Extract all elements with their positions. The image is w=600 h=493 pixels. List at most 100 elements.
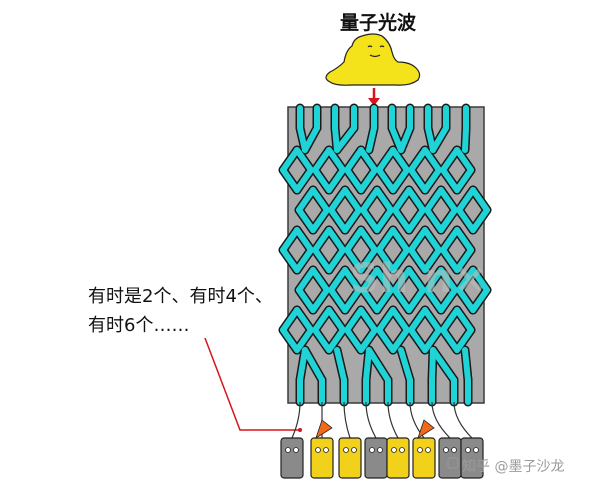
waveguide-segment [408,227,428,253]
waveguide-segment [294,227,314,253]
waveguide-segment [328,207,348,233]
waveguide-segment [374,207,394,233]
zhihu-logo-icon [447,457,459,469]
detector-eye [465,447,471,453]
waveguide-segment [358,227,378,253]
waveguide-segment [440,327,460,353]
photon-detector-icon [412,437,436,479]
photon-detector-icon [386,437,410,479]
waveguide-segment [456,207,476,233]
waveguide-segment [408,247,428,273]
waveguide-segment [366,125,377,153]
waveguide-segment [398,125,413,153]
waveguide-segment [296,287,316,313]
waveguide-segment [430,125,449,153]
waveguide-segment [326,247,346,273]
waveguide-segment [456,267,476,293]
waveguide-segment [297,347,308,383]
waveguide-segment [454,327,474,353]
waveguide-segment [424,207,444,233]
waveguide-segment [280,147,300,173]
waveguide-segment [470,267,490,293]
detector-eye [351,447,357,453]
detector-eye [417,447,423,453]
waveguide-segment [376,227,396,253]
waveguide-segment [430,347,457,383]
waveguide-segment [440,307,460,333]
waveguide-segment [326,227,346,253]
detector-flag-icon [315,419,333,439]
waveguide-segment [422,307,442,333]
waveguide-segment [408,307,428,333]
waveguide-segment [328,187,348,213]
waveguide-segment [422,247,442,273]
waveguide-segment [312,227,332,253]
waveguide-segment [344,247,364,273]
waveguide-segment [376,307,396,333]
waveguide-segment [360,267,380,293]
waveguide-segment [390,147,410,173]
waveguide-segment [344,307,364,333]
waveguide-segment [358,147,378,173]
waveguide-segment [408,167,428,193]
detector-eye [391,447,397,453]
detector-eye [369,447,375,453]
detector-eye [343,447,349,453]
waveguide-segment [392,287,412,313]
corner-watermark: 知乎 @墨子沙龙 [462,459,565,475]
waveguide-segment [360,287,380,313]
detector-eye [473,447,479,453]
detector-eye [285,447,291,453]
waveguide-segment [456,287,476,313]
waveguide-segment [440,227,460,253]
photon-detector-icon [310,437,334,479]
waveguide-segment [454,147,474,173]
waveguide-segment [422,327,442,353]
pointer-dot [298,428,302,432]
detector-eye [323,447,329,453]
caption-line-1: 有时是2个、有时4个、 [88,286,273,307]
waveguide-segment [294,327,314,353]
waveguide-segment [374,267,394,293]
waveguide-segment [358,167,378,193]
waveguide-segment [392,267,412,293]
waveguide-segment [310,287,330,313]
waveguide-segment [344,167,364,193]
waveguide-segment [429,347,436,383]
waveguide-segment [440,167,460,193]
waveguide-segment [374,287,394,313]
waveguide-segment [422,167,442,193]
waveguide-segment [296,207,316,233]
waveguide-segment [406,207,426,233]
waveguide-segment [366,347,391,383]
waveguide-segment [360,187,380,213]
detector-eye [315,447,321,453]
waveguide-segment [342,287,362,313]
waveguide-segment [462,347,471,383]
waveguide-segment [470,287,490,313]
input-arrow [368,88,380,106]
waveguide-segment [408,327,428,353]
waveguide-segment [462,125,469,153]
waveguide-segment [296,187,316,213]
waveguide-segment [358,307,378,333]
waveguide-segment [294,167,314,193]
waveguide-segment [344,147,364,173]
waveguide-segment [280,327,300,353]
photon-detector-icon [338,437,362,479]
waveguide-segment [438,267,458,293]
waveguide-segment [342,207,362,233]
waveguide-segment [326,327,346,353]
light-wave-blob-icon [325,33,421,86]
waveguide-segment [360,207,380,233]
caption-line-2: 有时6个…… [88,315,190,336]
waveguide-segment [438,207,458,233]
waveguide-segment [302,347,325,383]
waveguide-segment [312,307,332,333]
detector-wire [291,401,301,439]
waveguide-network [278,103,492,407]
waveguide-segment [328,287,348,313]
detector-array [280,419,484,479]
waveguide-segment [390,227,410,253]
